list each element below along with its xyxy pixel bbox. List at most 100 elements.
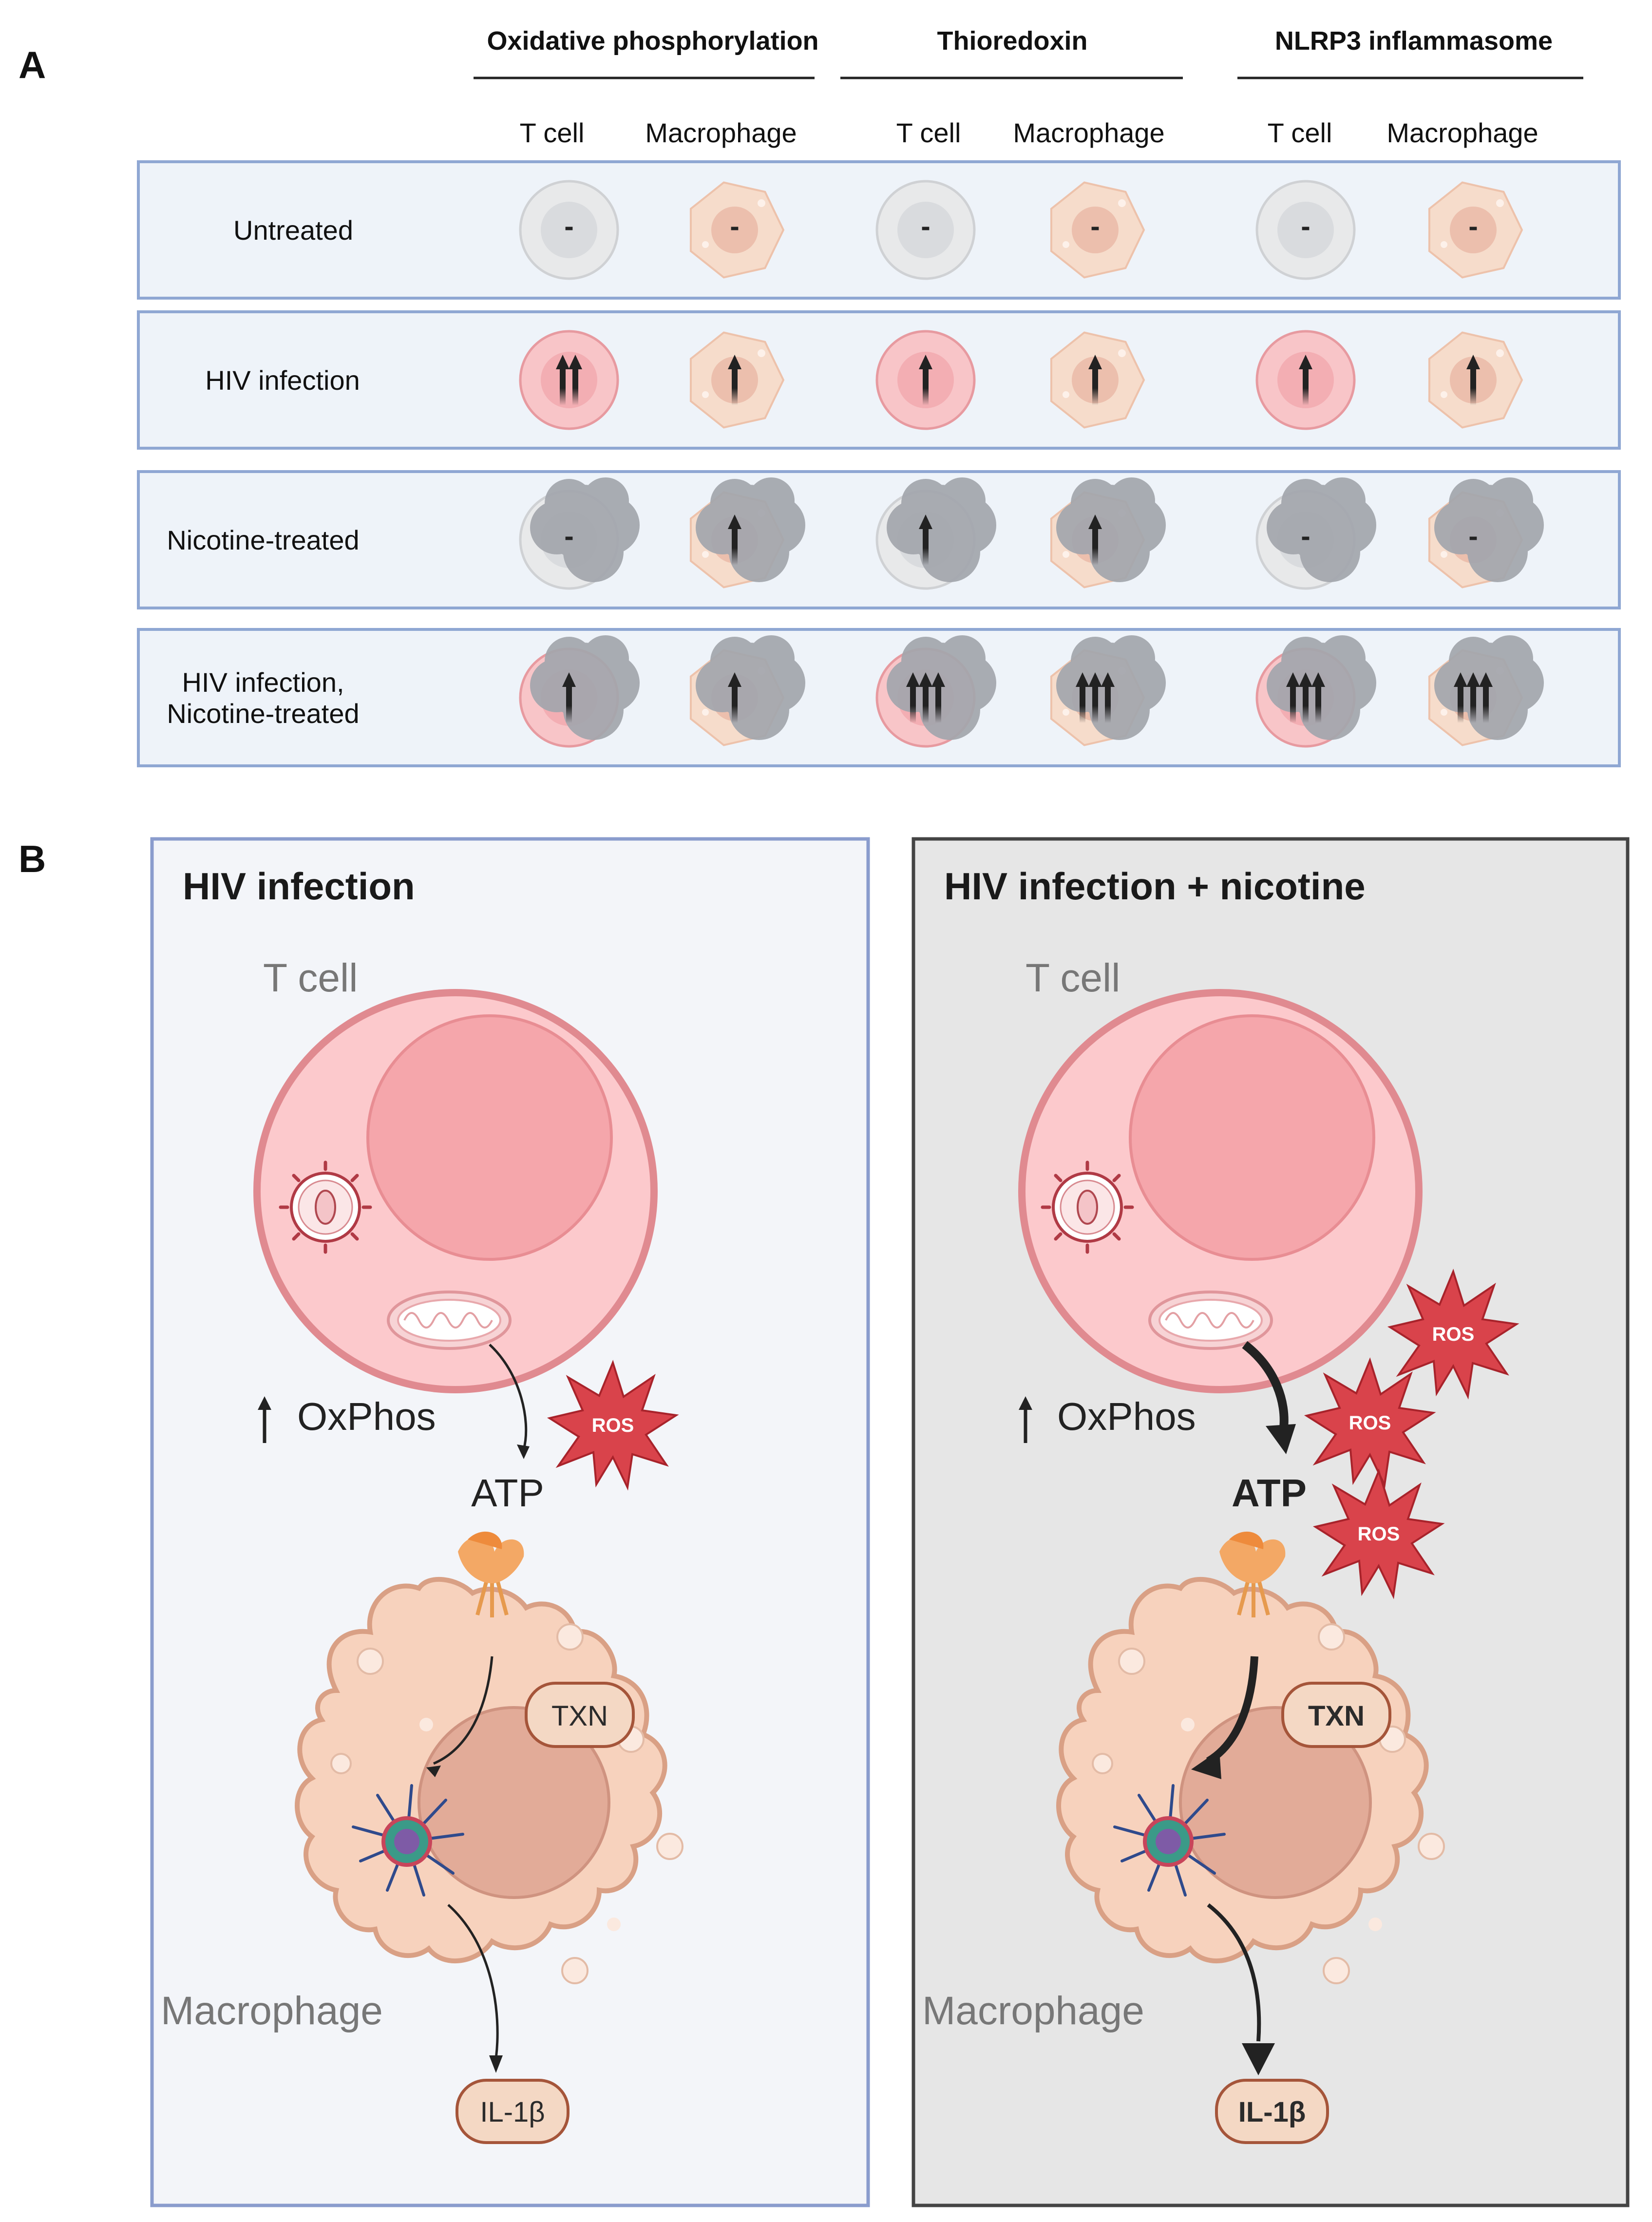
- macrophage-nucleus: [418, 1706, 610, 1899]
- condition-label: HIV infection: [205, 365, 360, 396]
- increase-arrow-shaft: [1092, 367, 1098, 405]
- signal-arrow-head: [426, 1766, 441, 1777]
- box-title: HIV infection: [183, 865, 415, 908]
- macrophage-icon: -: [1050, 181, 1145, 279]
- condition-label: Untreated: [233, 215, 353, 246]
- increase-arrow-shaft: [1080, 685, 1085, 723]
- increase-arrow-shaft: [1315, 685, 1321, 723]
- macrophage-icon: [689, 635, 805, 746]
- no-change-mark: -: [921, 210, 930, 242]
- txn-pill: [1281, 1682, 1391, 1748]
- no-change-mark: -: [1090, 210, 1100, 242]
- panel-a-letter: A: [19, 43, 46, 86]
- increase-arrow-head: [1088, 672, 1102, 687]
- increase-arrow-head: [919, 355, 932, 369]
- col-head-macrophage: Macrophage: [1013, 117, 1164, 148]
- oxphos-label: OxPhos: [297, 1395, 436, 1438]
- no-change-mark: -: [1301, 520, 1310, 552]
- increase-arrow-shaft: [1470, 367, 1476, 405]
- no-change-mark: -: [564, 210, 573, 242]
- increase-arrow-shaft: [1483, 685, 1489, 723]
- no-change-mark: -: [564, 520, 573, 552]
- txn-label: TXN: [551, 1700, 608, 1732]
- tcell-icon: -: [1255, 477, 1376, 590]
- increase-arrow-shaft: [923, 685, 929, 723]
- condition-rows: Untreated - - - - - - HIV infectionNicotine-tre…: [137, 160, 1621, 767]
- macrophage-icon: [1050, 635, 1166, 746]
- nicotine-smoke-icon: [1434, 477, 1544, 582]
- increase-arrow-head: [728, 514, 741, 529]
- increase-arrow-shaft: [1458, 685, 1463, 723]
- tcell-icon: -: [519, 477, 640, 590]
- tcell-nucleus: [1129, 1014, 1375, 1261]
- il1b-arrow-head: [489, 2055, 503, 2073]
- il1b-arrow: [1207, 1903, 1261, 2042]
- increase-arrow-head: [1466, 672, 1480, 687]
- no-change-mark: -: [1301, 210, 1310, 242]
- condition-row: HIV infection: [137, 310, 1621, 450]
- receptor-icon: [1219, 1531, 1286, 1617]
- tcell-title: T cell: [1025, 956, 1120, 1000]
- il1b-arrow: [447, 1904, 499, 2059]
- macrophage-title: Macrophage: [922, 1989, 1144, 2033]
- group-title-nlrp3: NLRP3 inflammasome: [1275, 26, 1553, 56]
- tcell-icon: [875, 635, 996, 748]
- increase-arrow-head: [1479, 672, 1493, 687]
- group-header-oxphos: Oxidative phosphorylation T cell Macroph…: [474, 26, 819, 148]
- increase-arrow-head: [1299, 355, 1312, 369]
- signal-arrow-head: [1191, 1750, 1221, 1779]
- nicotine-smoke-icon: [530, 477, 640, 582]
- increase-arrow-shaft: [923, 367, 929, 405]
- ros-label: ROS: [1432, 1324, 1475, 1345]
- oxphos-label: OxPhos: [1057, 1395, 1196, 1438]
- atp-arrow-head: [517, 1444, 530, 1459]
- tcell-icon: [519, 635, 640, 748]
- nicotine-smoke-icon: [887, 477, 996, 582]
- macrophage-icon: [1428, 331, 1523, 429]
- panel-b: B HIV infection T cell: [19, 837, 1630, 2207]
- increase-arrow-head: [728, 355, 741, 369]
- nicotine-smoke-icon: [530, 635, 640, 740]
- condition-row: Nicotine-treated---: [137, 470, 1621, 609]
- increase-arrow-shaft: [1303, 367, 1309, 405]
- macrophage-icon: [1428, 635, 1544, 746]
- inflammasome-icon: [352, 1784, 464, 1897]
- group-header-nlrp3: NLRP3 inflammasome T cell Macrophage: [1237, 26, 1583, 148]
- mitochondrion-icon: [387, 1291, 512, 1350]
- il1b-pill: [1215, 2079, 1329, 2144]
- nicotine-smoke-icon: [1434, 635, 1544, 740]
- col-head-tcell: T cell: [896, 117, 961, 148]
- col-head-tcell: T cell: [520, 117, 585, 148]
- increase-arrow-head: [906, 672, 920, 687]
- increase-arrow-shaft: [560, 367, 566, 405]
- group-header-thioredoxin: Thioredoxin T cell Macrophage: [840, 26, 1183, 148]
- condition-row: Untreated------: [137, 160, 1621, 300]
- il1b-arrow-head: [1242, 2043, 1275, 2075]
- increase-arrow-shaft: [1105, 685, 1111, 723]
- hiv-virion-icon: [279, 1160, 372, 1254]
- increase-arrow-shaft: [732, 685, 738, 723]
- macrophage-illustration: [295, 1576, 684, 1984]
- il1b-pill: [456, 2079, 570, 2144]
- no-change-mark: -: [1468, 210, 1478, 242]
- tcell-icon: [519, 330, 619, 430]
- increase-arrow-shaft: [566, 685, 572, 723]
- box-hiv-nicotine: HIV infection + nicotine T cell: [911, 837, 1630, 2207]
- increase-arrow-head: [1299, 672, 1312, 687]
- increase-arrow-shaft: [1290, 685, 1296, 723]
- col-head-tcell: T cell: [1268, 117, 1332, 148]
- increase-arrow-head: [1311, 672, 1325, 687]
- atp-label: ATP: [471, 1471, 544, 1515]
- increase-arrow-head: [556, 355, 570, 369]
- increase-arrow-shaft: [1303, 685, 1309, 723]
- increase-arrow-shaft: [1092, 527, 1098, 565]
- tcell-icon: [875, 330, 976, 430]
- no-change-mark: -: [1468, 520, 1478, 552]
- macrophage-icon: -: [1428, 181, 1523, 279]
- atp-label: ATP: [1232, 1471, 1307, 1515]
- tcell-icon: [875, 477, 996, 590]
- ros-burst: ROS: [1312, 1468, 1445, 1599]
- inflammasome-icon: [1113, 1784, 1226, 1897]
- condition-label: Nicotine-treated: [167, 698, 359, 729]
